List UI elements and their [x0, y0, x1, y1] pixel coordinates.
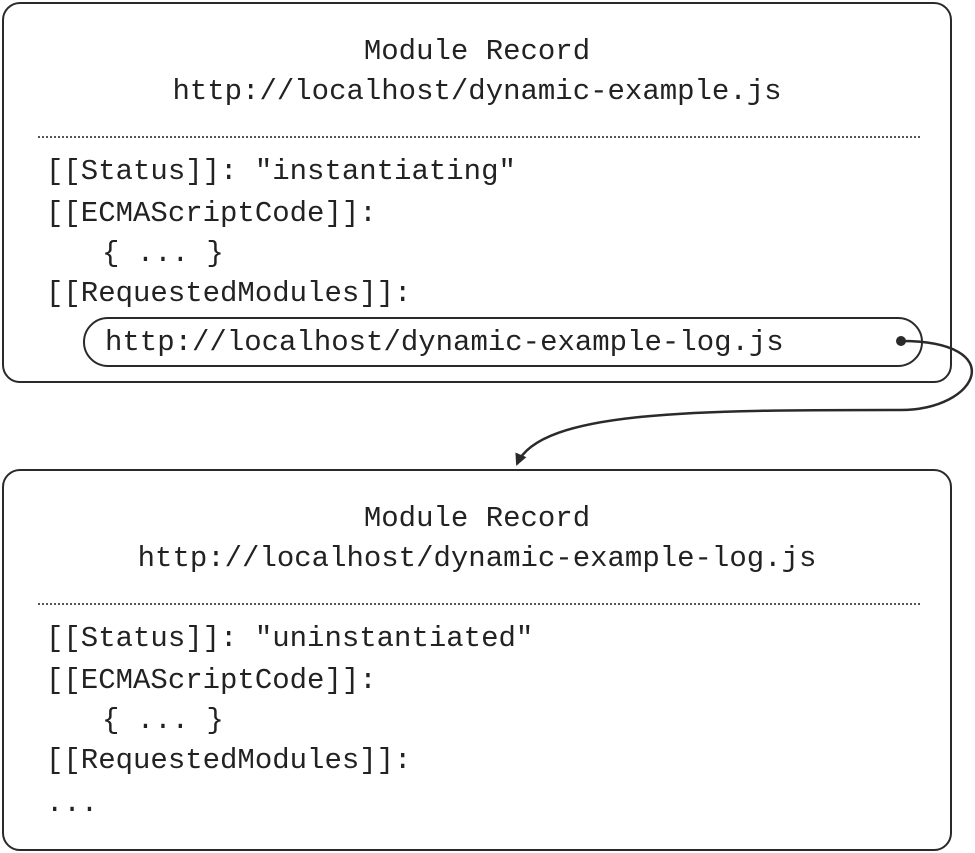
record-title: Module Record [363, 502, 591, 535]
status-field: [[Status]]: "uninstantiated" [46, 622, 534, 655]
module-record-dynamic-example: Module Record http://localhost/dynamic-e… [2, 2, 952, 383]
dotted-divider [38, 136, 920, 138]
record-url: http://localhost/dynamic-example-log.js [137, 542, 817, 575]
ecmascript-code-label: [[ECMAScriptCode]]: [46, 664, 377, 697]
requested-modules-label: [[RequestedModules]]: [46, 277, 412, 310]
ecmascript-code-value: { ... } [102, 237, 224, 270]
requested-module-pill: http://localhost/dynamic-example-log.js [83, 317, 923, 367]
requested-modules-ellipsis: ... [46, 787, 99, 820]
record-url: http://localhost/dynamic-example.js [172, 75, 782, 108]
dotted-divider [38, 603, 920, 605]
requested-module-url: http://localhost/dynamic-example-log.js [105, 326, 784, 359]
module-record-dynamic-example-log: Module Record http://localhost/dynamic-e… [2, 469, 952, 851]
requested-modules-label: [[RequestedModules]]: [46, 744, 412, 777]
ecmascript-code-value: { ... } [102, 704, 224, 737]
record-title: Module Record [363, 35, 591, 68]
ecmascript-code-label: [[ECMAScriptCode]]: [46, 197, 377, 230]
status-field: [[Status]]: "instantiating" [46, 155, 516, 188]
